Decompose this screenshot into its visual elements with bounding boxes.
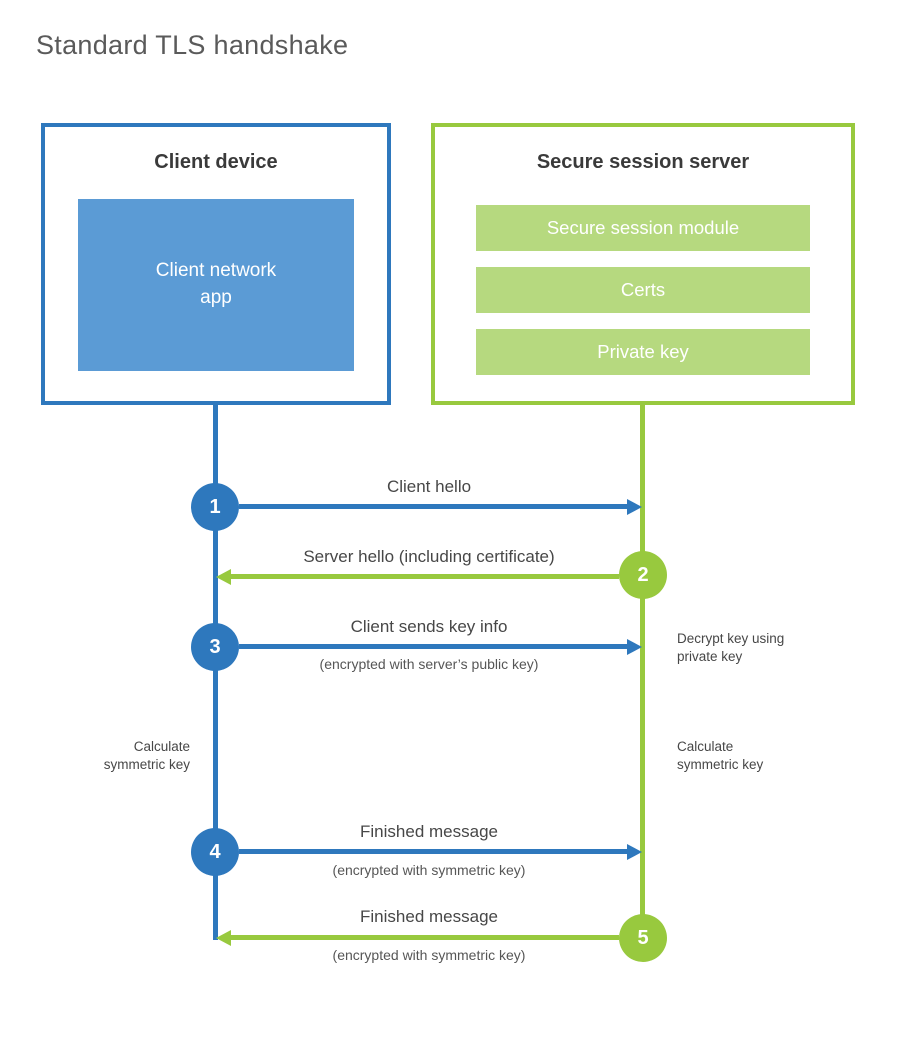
server-box: Secure session server Secure session mod… bbox=[431, 123, 855, 405]
step5-sublabel: (encrypted with symmetric key) bbox=[332, 947, 526, 963]
arrow-step5-head bbox=[216, 930, 231, 946]
arrow-step3-head bbox=[627, 639, 642, 655]
step3-badge: 3 bbox=[191, 623, 239, 671]
step4-sublabel: (encrypted with symmetric key) bbox=[332, 862, 526, 878]
server-module-secure-session: Secure session module bbox=[476, 205, 810, 251]
server-lifeline bbox=[640, 403, 645, 938]
server-module-private-key: Private key bbox=[476, 329, 810, 375]
arrow-step2-line bbox=[230, 574, 619, 579]
client-device-title: Client device bbox=[154, 151, 278, 173]
arrow-step1-line bbox=[239, 504, 628, 509]
step4-label: Finished message bbox=[360, 822, 498, 841]
client-device-box: Client device Client network app bbox=[41, 123, 391, 405]
arrow-step5-line bbox=[230, 935, 619, 940]
note-client-calculate-key: Calculate symmetric key bbox=[103, 739, 190, 772]
arrow-step2-head bbox=[216, 569, 231, 585]
step3-label: Client sends key info bbox=[350, 617, 508, 636]
note-decrypt-key: Decrypt key using private key bbox=[677, 631, 785, 664]
step2-badge: 2 bbox=[619, 551, 667, 599]
arrow-step4-head bbox=[627, 844, 642, 860]
client-lifeline bbox=[213, 403, 218, 940]
step1-badge: 1 bbox=[191, 483, 239, 531]
step2-label: Server hello (including certificate) bbox=[303, 547, 555, 566]
server-module-certs: Certs bbox=[476, 267, 810, 313]
page-title: Standard TLS handshake bbox=[36, 30, 349, 60]
step5-badge: 5 bbox=[619, 914, 667, 962]
arrow-step4-line bbox=[239, 849, 628, 854]
arrow-step1-head bbox=[627, 499, 642, 515]
step5-label: Finished message bbox=[360, 907, 498, 926]
note-server-calculate-key: Calculate symmetric key bbox=[677, 739, 764, 772]
client-network-app-box: Client network app bbox=[78, 199, 354, 371]
step3-sublabel: (encrypted with server’s public key) bbox=[319, 656, 539, 672]
step1-label: Client hello bbox=[386, 477, 472, 496]
arrow-step3-line bbox=[239, 644, 628, 649]
step4-badge: 4 bbox=[191, 828, 239, 876]
server-title: Secure session server bbox=[536, 151, 750, 173]
